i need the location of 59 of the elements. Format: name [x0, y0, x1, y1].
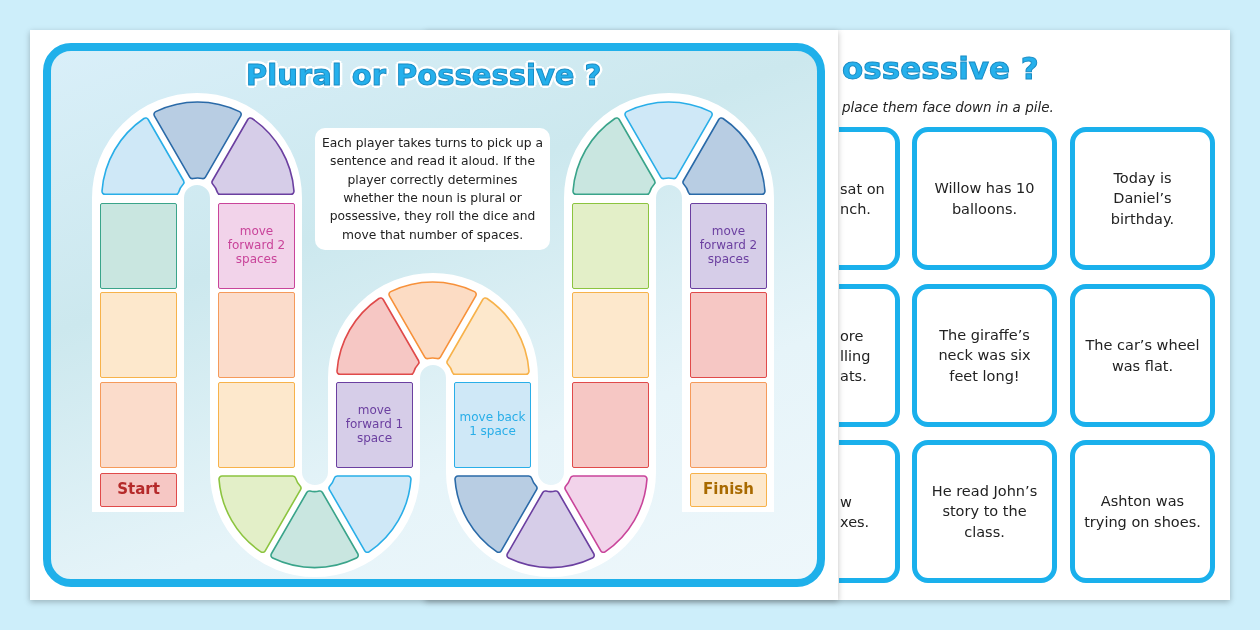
board-space — [690, 473, 767, 507]
card-text: The car’s wheel was flat. — [1084, 336, 1201, 376]
board-space — [153, 101, 243, 180]
board-space — [218, 382, 295, 468]
board-space — [563, 474, 648, 553]
card-text: Ashton was trying on shoes. — [1083, 492, 1202, 532]
sentence-card — [1070, 440, 1215, 583]
board-space — [681, 117, 766, 196]
board-space — [210, 117, 295, 196]
board-space — [100, 382, 177, 468]
sentence-card — [912, 284, 1057, 427]
sentence-card — [839, 440, 900, 583]
board-space — [327, 474, 412, 553]
board-space — [572, 117, 657, 196]
board-space — [506, 490, 596, 569]
title: Plural or Possessive ? — [246, 58, 602, 92]
card-text: w xes. — [840, 492, 871, 532]
board-space — [445, 297, 530, 376]
space-text: move back 1 space — [458, 411, 527, 439]
board-space — [336, 297, 421, 376]
board-space — [572, 292, 649, 378]
card-text: Today is Daniel’s birthday. — [1109, 169, 1176, 229]
card-text: ore lling ats. — [840, 326, 872, 386]
board-space — [218, 292, 295, 378]
card-text: He read John’s story to the class. — [930, 482, 1039, 542]
card-text: The giraffe’s neck was six feet long! — [937, 326, 1032, 386]
space-text: Start — [117, 481, 160, 499]
board-space — [388, 281, 478, 360]
board-space — [690, 382, 767, 468]
sentence-card — [1070, 127, 1215, 270]
board-space — [454, 474, 539, 553]
sentence-card — [839, 127, 900, 270]
board-space — [218, 474, 303, 553]
space-text: move forward 1 space — [344, 404, 405, 446]
board-space — [100, 292, 177, 378]
board-space — [101, 117, 186, 196]
board-space — [100, 473, 177, 507]
instruction-text: place them face down in a pile. — [842, 99, 1054, 115]
card-text: Willow has 10 balloons. — [933, 179, 1036, 219]
board-space — [572, 382, 649, 468]
sentence-card — [1070, 284, 1215, 427]
board-space — [270, 490, 360, 569]
space-text: move forward 2 spaces — [226, 225, 287, 267]
sentence-card — [912, 127, 1057, 270]
sentence-card — [839, 284, 900, 427]
page-title: ossessive ? — [842, 50, 1039, 86]
board-space — [100, 203, 177, 289]
board-space — [690, 203, 767, 289]
sentence-card — [912, 440, 1057, 583]
board-space — [336, 382, 413, 468]
board-space — [218, 203, 295, 289]
board-space — [572, 203, 649, 289]
card-text: sat on nch. — [840, 179, 886, 219]
instructions-text: Each player takes turns to pick up a sentence and read it aloud. If the player correctly determines whether the noun is plural or possessive, they roll the dice and move that number of spaces. — [321, 134, 544, 244]
board-space — [624, 101, 714, 180]
board-space — [690, 292, 767, 378]
space-text: Finish — [703, 481, 754, 499]
board-space — [454, 382, 531, 468]
space-text: move forward 2 spaces — [698, 225, 759, 267]
